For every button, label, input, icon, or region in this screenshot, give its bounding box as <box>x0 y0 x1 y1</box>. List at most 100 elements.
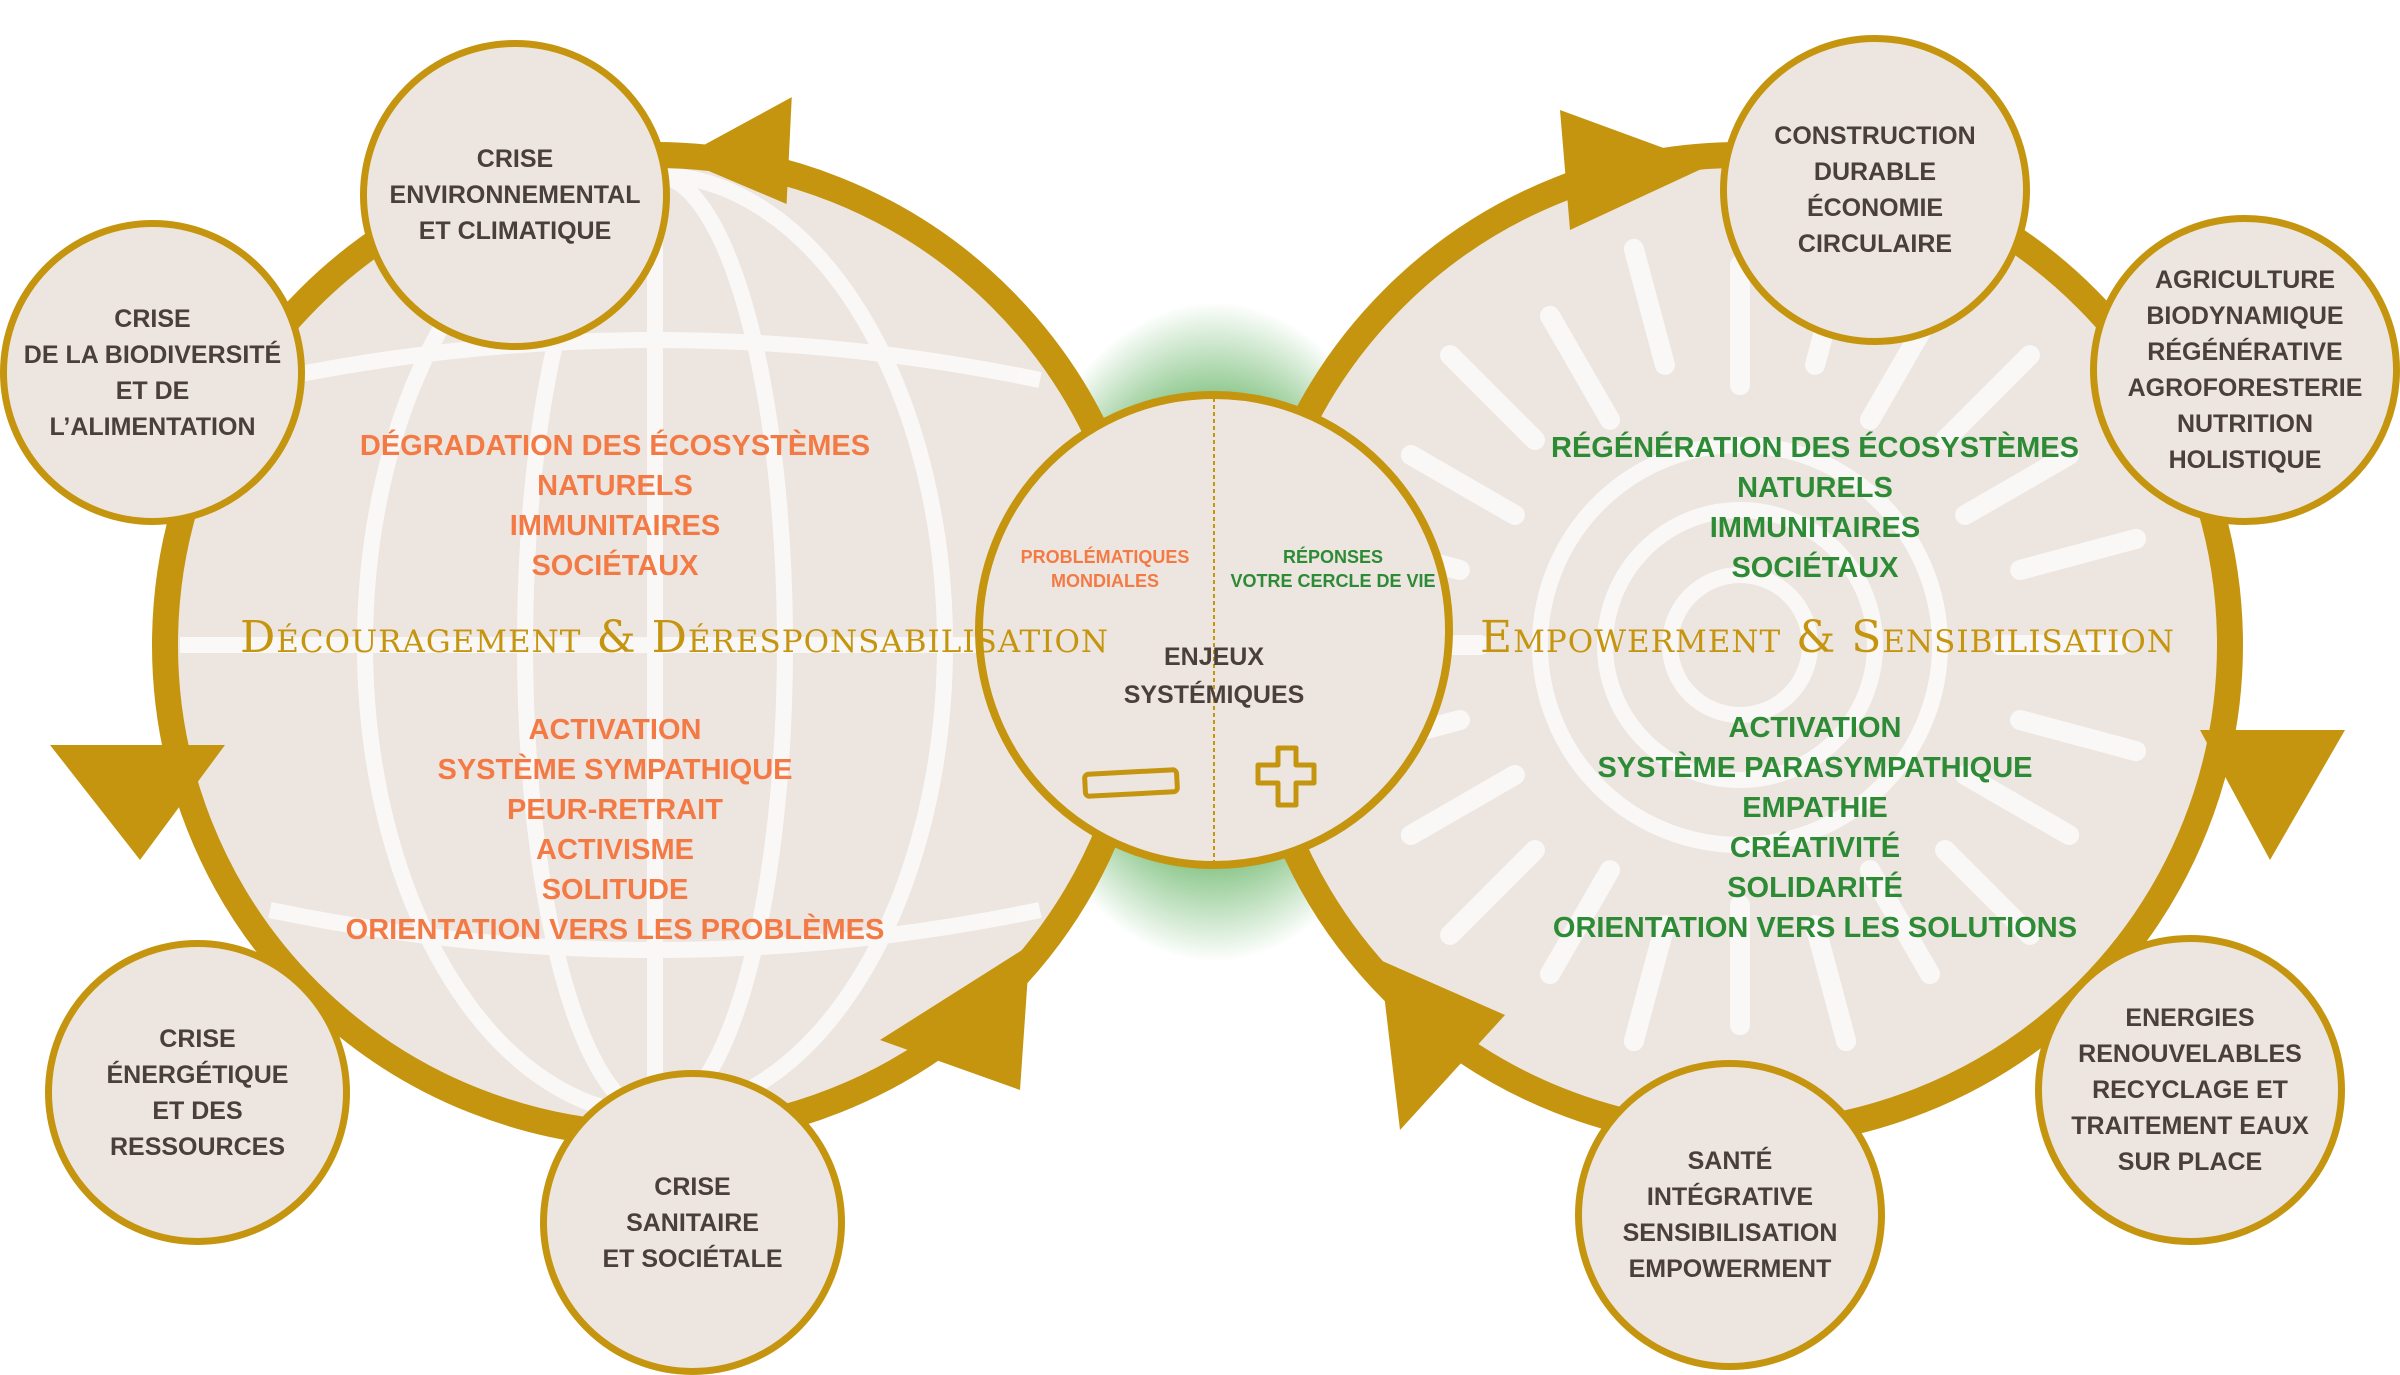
node-line: CRISE <box>159 1024 236 1053</box>
left-title: Découragement & Déresponsabilisation <box>240 612 1109 663</box>
node-line: L’ALIMENTATION <box>49 412 256 441</box>
node-line: ÉNERGÉTIQUE <box>106 1060 289 1089</box>
node-agriculture: AGRICULTURE BIODYNAMIQUE RÉGÉNÉRATIVE AG… <box>2090 215 2400 525</box>
left-bottom-line: ORIENTATION VERS LES PROBLÈMES <box>345 914 885 946</box>
center-left-label-line: PROBLÉMATIQUES <box>1020 547 1190 567</box>
left-bottom-line: ACTIVATION <box>528 714 702 746</box>
sun-ray <box>1400 765 1525 845</box>
node-line: RESSOURCES <box>109 1132 286 1161</box>
sun-ray <box>1860 860 1940 985</box>
node-line: ET DES <box>152 1096 243 1125</box>
node-line: RENOUVELABLES <box>2078 1040 2302 1068</box>
plus-icon <box>1255 745 1317 808</box>
node-line: CRISE <box>654 1172 731 1201</box>
left-top-line: IMMUNITAIRES <box>509 510 721 542</box>
node-integrative-health: SANTÉ INTÉGRATIVE SENSIBILISATION EMPOWE… <box>1575 1060 1885 1370</box>
left-top-line: DÉGRADATION DES ÉCOSYSTÈMES <box>359 430 871 462</box>
sun-ray <box>1955 445 2080 525</box>
right-top-line: NATURELS <box>1737 472 1893 504</box>
sun-ray <box>1440 840 1545 945</box>
left-bottom-line: SYSTÈME SYMPATHIQUE <box>437 754 793 786</box>
sun-ray <box>1935 840 2040 945</box>
sun-ray <box>1805 915 1857 1052</box>
center-left-label: PROBLÉMATIQUES MONDIALES <box>1005 545 1205 593</box>
arrow-head-left-bottom <box>880 945 1030 1090</box>
node-sustainable-construction: CONSTRUCTION DURABLE ÉCONOMIE CIRCULAIRE <box>1720 35 2030 345</box>
node-energy-crisis: CRISE ÉNERGÉTIQUE ET DES RESSOURCES <box>45 940 350 1245</box>
right-bottom-line: ORIENTATION VERS LES SOLUTIONS <box>1552 912 2078 944</box>
left-bottom-text: ACTIVATION SYSTÈME SYMPATHIQUE PEUR-RETR… <box>300 710 930 950</box>
arrow-head-right-top <box>1560 110 1710 230</box>
center-main-line: SYSTÉMIQUES <box>1123 681 1305 709</box>
node-line: CIRCULAIRE <box>1797 230 1953 258</box>
center-left-label-line: MONDIALES <box>1051 571 1159 591</box>
sun-ray <box>1540 305 1620 430</box>
node-line: ET DE <box>115 376 190 405</box>
center-right-label-line: VOTRE CERCLE DE VIE <box>1230 571 1436 591</box>
right-bottom-line: ACTIVATION <box>1728 712 1902 744</box>
center-right-label: RÉPONSES VOTRE CERCLE DE VIE <box>1218 545 1448 593</box>
arrow-head-left-side <box>50 745 225 860</box>
sun-ray <box>1400 445 1525 525</box>
node-line: CRISE <box>476 145 554 173</box>
node-line: DE LA BIODIVERSITÉ <box>23 340 282 369</box>
node-environmental-crisis: CRISE ENVIRONNEMENTAL ET CLIMATIQUE <box>360 40 670 350</box>
right-title: Empowerment & Sensibilisation <box>1480 612 2175 663</box>
sun-ray <box>1935 345 2040 450</box>
sun-ray <box>1623 238 1675 375</box>
sun-ray <box>2010 710 2147 762</box>
left-top-text: DÉGRADATION DES ÉCOSYSTÈMES NATURELS IMM… <box>300 426 930 586</box>
right-bottom-line: EMPATHIE <box>1742 792 1888 824</box>
node-line: CONSTRUCTION <box>1774 122 1976 150</box>
center-main-label: ENJEUX SYSTÉMIQUES <box>1064 638 1364 714</box>
node-line: RÉGÉNÉRATIVE <box>2147 338 2343 366</box>
right-top-line: RÉGÉNÉRATION DES ÉCOSYSTÈMES <box>1551 432 2079 464</box>
node-line: SUR PLACE <box>2117 1148 2263 1176</box>
sun-ray <box>2010 528 2147 580</box>
node-line: ENERGIES <box>2125 1004 2255 1032</box>
left-bottom-line: PEUR-RETRAIT <box>507 794 723 826</box>
sun-ray <box>1440 345 1545 450</box>
right-bottom-line: CRÉATIVITÉ <box>1729 832 1901 864</box>
node-line: EMPOWERMENT <box>1628 1255 1832 1283</box>
right-top-line: IMMUNITAIRES <box>1709 512 1921 544</box>
node-line: SENSIBILISATION <box>1622 1219 1838 1247</box>
node-line: CRISE <box>114 304 191 333</box>
arrow-head-right-side <box>2200 730 2345 860</box>
node-line: AGRICULTURE <box>2154 266 2336 294</box>
node-line: HOLISTIQUE <box>2168 446 2322 474</box>
left-bottom-line: SOLITUDE <box>541 874 689 906</box>
left-top-line: SOCIÉTAUX <box>531 550 699 582</box>
node-line: NUTRITION <box>2176 410 2314 438</box>
arrow-head-right-bottom <box>1380 960 1505 1130</box>
center-right-label-line: RÉPONSES <box>1282 547 1384 567</box>
node-line: ET SOCIÉTALE <box>602 1244 783 1273</box>
right-top-line: SOCIÉTAUX <box>1731 552 1899 584</box>
node-line: INTÉGRATIVE <box>1646 1183 1814 1211</box>
node-line: RECYCLAGE ET <box>2092 1076 2288 1104</box>
right-sun <box>1250 155 2230 1135</box>
node-line: SANTÉ <box>1687 1147 1773 1175</box>
left-bottom-line: ACTIVISME <box>536 834 694 866</box>
arrow-head-left-top <box>679 97 792 204</box>
node-biodiversity-crisis: CRISE DE LA BIODIVERSITÉ ET DE L’ALIMENT… <box>0 220 305 525</box>
node-health-crisis: CRISE SANITAIRE ET SOCIÉTALE <box>540 1070 845 1375</box>
node-line: AGROFORESTERIE <box>2127 374 2363 402</box>
sun-ray <box>1955 765 2080 845</box>
minus-icon <box>1082 767 1180 799</box>
right-top-text: RÉGÉNÉRATION DES ÉCOSYSTÈMES NATURELS IM… <box>1500 428 2130 588</box>
right-bottom-line: SYSTÈME PARASYMPATHIQUE <box>1597 752 2033 784</box>
node-renewable-energy: ENERGIES RENOUVELABLES RECYCLAGE ET TRAI… <box>2035 935 2345 1245</box>
right-bottom-line: SOLIDARITÉ <box>1727 872 1903 904</box>
center-circle <box>975 391 1453 869</box>
node-line: DURABLE <box>1813 158 1937 186</box>
node-line: BIODYNAMIQUE <box>2146 302 2344 330</box>
node-line: SANITAIRE <box>626 1208 759 1237</box>
node-line: ET CLIMATIQUE <box>418 217 612 245</box>
node-line: TRAITEMENT EAUX <box>2071 1112 2309 1140</box>
sun-ray <box>1540 860 1620 985</box>
sun-ray <box>1623 915 1675 1052</box>
right-bottom-text: ACTIVATION SYSTÈME PARASYMPATHIQUE EMPAT… <box>1500 708 2130 948</box>
node-line: ÉCONOMIE <box>1806 194 1944 222</box>
